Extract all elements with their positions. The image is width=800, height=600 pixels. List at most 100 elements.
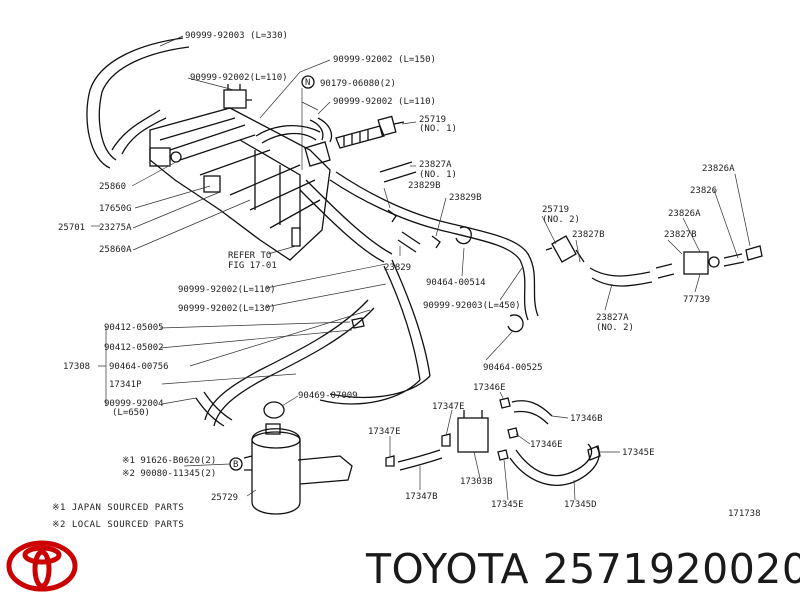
label-25701: 25701 [58, 223, 85, 233]
canister-line-1 [383, 259, 431, 381]
canister-top-drawing [251, 431, 301, 449]
clamp-514-drawing [455, 226, 472, 245]
hose-23827a-no2-end [655, 263, 675, 279]
vsv-left-drawing [149, 147, 171, 167]
label-17346b: 17346B [570, 414, 603, 424]
label-23827b-a: 23827B [572, 230, 605, 240]
manifold-details [239, 139, 301, 230]
label-23829b-a: 23829B [408, 181, 441, 191]
clip-17346e-top-drawing [499, 397, 511, 409]
vsv-top-drawing [223, 89, 247, 109]
label-17345d: 17345D [564, 500, 597, 510]
label-23827a: 23827A [419, 160, 452, 170]
canister-bracket-drawing [297, 455, 353, 485]
label-23827a-no2: 23827A [596, 313, 629, 323]
pipe-23827a-drawing [379, 161, 417, 183]
label-23275a: 23275A [99, 223, 132, 233]
label-17341p: 17341P [109, 380, 142, 390]
label-hose-110-right: 90999-92002 (L=110) [333, 97, 436, 107]
hose-450-drawing [329, 171, 539, 321]
label-90412-05002: 90412-05002 [104, 343, 164, 353]
canister-mount-drawing [243, 455, 253, 471]
label-23829: 23829 [384, 263, 411, 273]
parts-diagram: 90999-92003 (L=330) 90999-92002 (L=150) … [52, 31, 763, 530]
check-valve-1-drawing [335, 125, 385, 149]
check-valve-2-ports [545, 247, 585, 263]
canister-line-2 [204, 299, 375, 427]
label-hose-l450: 90999-92003(L=450) [423, 301, 521, 311]
vsv-left-port [170, 151, 182, 163]
part-number: 2571920020 [542, 545, 800, 593]
label-17347e-top: 17347E [432, 402, 465, 412]
label-25860: 25860 [99, 182, 126, 192]
hose-150-drawing [255, 124, 321, 144]
label-23827a-no: (NO. 1) [419, 170, 457, 180]
label-25860a: 25860A [99, 245, 132, 255]
hose-23826-drawing [723, 253, 745, 267]
clip-17346e-mid-drawing [507, 427, 519, 439]
label-17345e-bottom: 17345E [491, 500, 524, 510]
diagram-drawing [86, 37, 763, 515]
hose-110-right-drawing [309, 117, 333, 143]
label-note1-code: ※1 91626-B0620(2) [122, 456, 216, 466]
label-90464-00525: 90464-00525 [483, 363, 543, 373]
label-refer-to: REFER TO [228, 251, 271, 261]
label-25719-mid-no: (NO. 2) [542, 215, 580, 225]
check-valve-1-ribs [343, 130, 369, 146]
hose-23829-drawing [397, 231, 421, 253]
check-valve-1-tip [393, 121, 405, 125]
bracket-17303b-drawing [457, 417, 489, 453]
hose-17347b-drawing [397, 449, 443, 471]
vsv-right-drawing [304, 141, 331, 167]
label-n-mark: N [305, 78, 310, 88]
label-25729: 25729 [211, 493, 238, 503]
gasket-drawing [263, 401, 285, 419]
label-17347b: 17347B [405, 492, 438, 502]
label-hose-110-top: 90999-92002(L=110) [190, 73, 288, 83]
hose-17346b-drawing [511, 400, 553, 425]
label-17346e-mid: 17346E [530, 440, 563, 450]
clamp-525-drawing [507, 314, 524, 333]
canister-line-3 [319, 375, 431, 405]
label-25719-mid: 25719 [542, 205, 569, 215]
clip-17347e-left-drawing [385, 455, 395, 467]
label-hose-l110-mid: 90999-92002(L=110) [178, 285, 276, 295]
label-23826: 23826 [690, 186, 717, 196]
label-90464-00756: 90464-00756 [109, 362, 169, 372]
part-labels: 90999-92003 (L=330) 90999-92002 (L=150) … [52, 31, 761, 530]
label-23826a-mid: 23826A [668, 209, 701, 219]
leader-lines [91, 35, 751, 501]
note-japan-sourced: ※1 JAPAN SOURCED PARTS [52, 503, 184, 513]
label-17650g: 17650G [99, 204, 132, 214]
brand-title: TOYOTA 2571920020 [366, 540, 800, 598]
clip-17347e-top-drawing [441, 433, 451, 447]
clip-17345e-right-drawing [587, 445, 601, 461]
hose-17341p-drawing [195, 391, 233, 427]
label-25719-top-no: (NO. 1) [419, 124, 457, 134]
label-hose-l130: 90999-92002(L=130) [178, 304, 276, 314]
label-hose-330: 90999-92003 (L=330) [185, 31, 288, 41]
figure-code: 171738 [728, 509, 761, 519]
label-23829b-b: 23829B [449, 193, 482, 203]
label-23826a-top: 23826A [702, 164, 735, 174]
label-note2-code: ※2 90080-11345(2) [122, 469, 216, 479]
label-90412-05005: 90412-05005 [104, 323, 164, 333]
manifold-ribs [159, 117, 321, 229]
check-valve-1-cap [377, 115, 397, 137]
n-mark-circle [301, 75, 315, 89]
label-90469-07009: 90469-07009 [298, 391, 358, 401]
hose-23827a-no2-drawing [589, 267, 653, 287]
label-90999-92004: 90999-92004 [104, 399, 164, 409]
canister-body-drawing [251, 428, 301, 515]
vsv-top-ports [227, 84, 252, 101]
manifold-outline [149, 107, 331, 261]
label-17303b: 17303B [460, 477, 493, 487]
label-fig: FIG 17-01 [228, 261, 277, 271]
label-23827b-b: 23827B [664, 230, 697, 240]
vapor-line-drawing [299, 179, 393, 263]
label-17347e-left: 17347E [368, 427, 401, 437]
clamp-90412-drawing [351, 317, 365, 329]
brand-name: TOYOTA [366, 545, 530, 593]
check-valve-2-drawing [551, 235, 577, 263]
note-local-sourced: ※2 LOCAL SOURCED PARTS [52, 520, 184, 530]
